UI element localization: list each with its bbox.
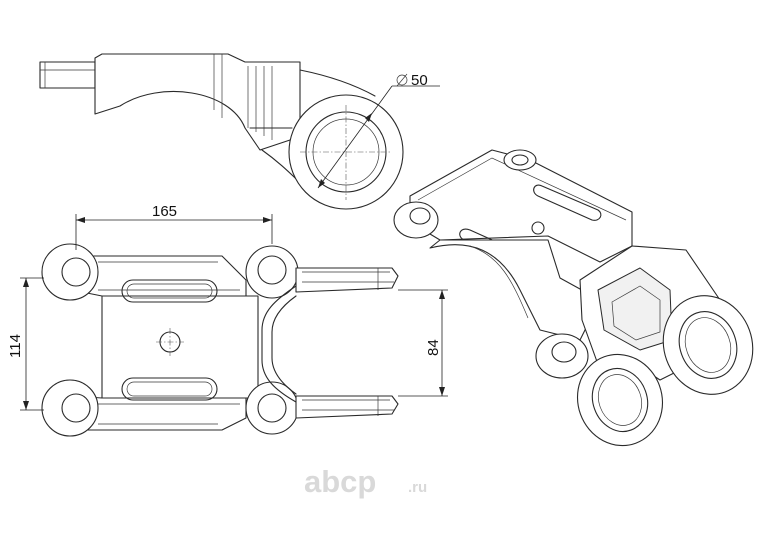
dim-165-label: 165 bbox=[152, 203, 177, 220]
diameter-label: 50 bbox=[411, 72, 428, 89]
watermark-logo: abcp .ru bbox=[304, 464, 427, 499]
top-view: 165 114 84 bbox=[7, 203, 448, 437]
side-view: 50 bbox=[39, 53, 440, 210]
watermark-domain: .ru bbox=[408, 479, 427, 496]
dim-114-label: 114 bbox=[7, 334, 24, 358]
isometric-view bbox=[393, 149, 754, 447]
watermark-brand: abcp bbox=[304, 464, 376, 499]
dim-84-label: 84 bbox=[425, 339, 442, 356]
